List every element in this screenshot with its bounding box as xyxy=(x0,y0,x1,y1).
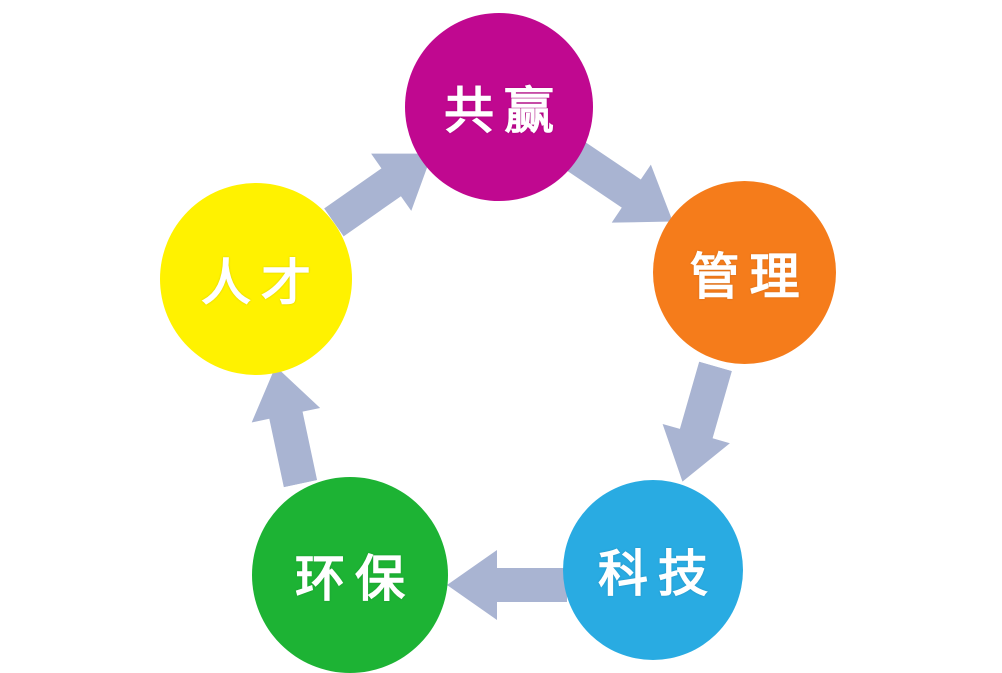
node-technology-label: 科技 xyxy=(598,544,718,603)
node-management: 管理 xyxy=(653,181,836,364)
arrow-environment-to-talent xyxy=(251,366,321,488)
arrow-shape xyxy=(324,153,433,237)
node-technology: 科技 xyxy=(563,480,743,660)
node-win-win: 共赢 xyxy=(405,13,593,201)
node-environment-label: 环保 xyxy=(295,549,415,608)
node-talent-label: 人才 xyxy=(201,253,321,312)
arrow-management-to-technology xyxy=(662,361,732,482)
arrow-shape xyxy=(662,361,732,482)
node-management-label: 管理 xyxy=(689,246,810,306)
node-environment: 环保 xyxy=(252,477,448,673)
arrow-talent-to-winwin xyxy=(324,153,433,237)
arrow-shape xyxy=(563,140,673,223)
arrow-shape xyxy=(447,550,567,620)
arrow-shape xyxy=(251,366,321,488)
node-talent: 人才 xyxy=(160,183,352,375)
arrow-technology-to-environment xyxy=(447,550,567,620)
arrow-winwin-to-management xyxy=(563,140,673,223)
node-win-win-label: 共赢 xyxy=(444,81,564,140)
